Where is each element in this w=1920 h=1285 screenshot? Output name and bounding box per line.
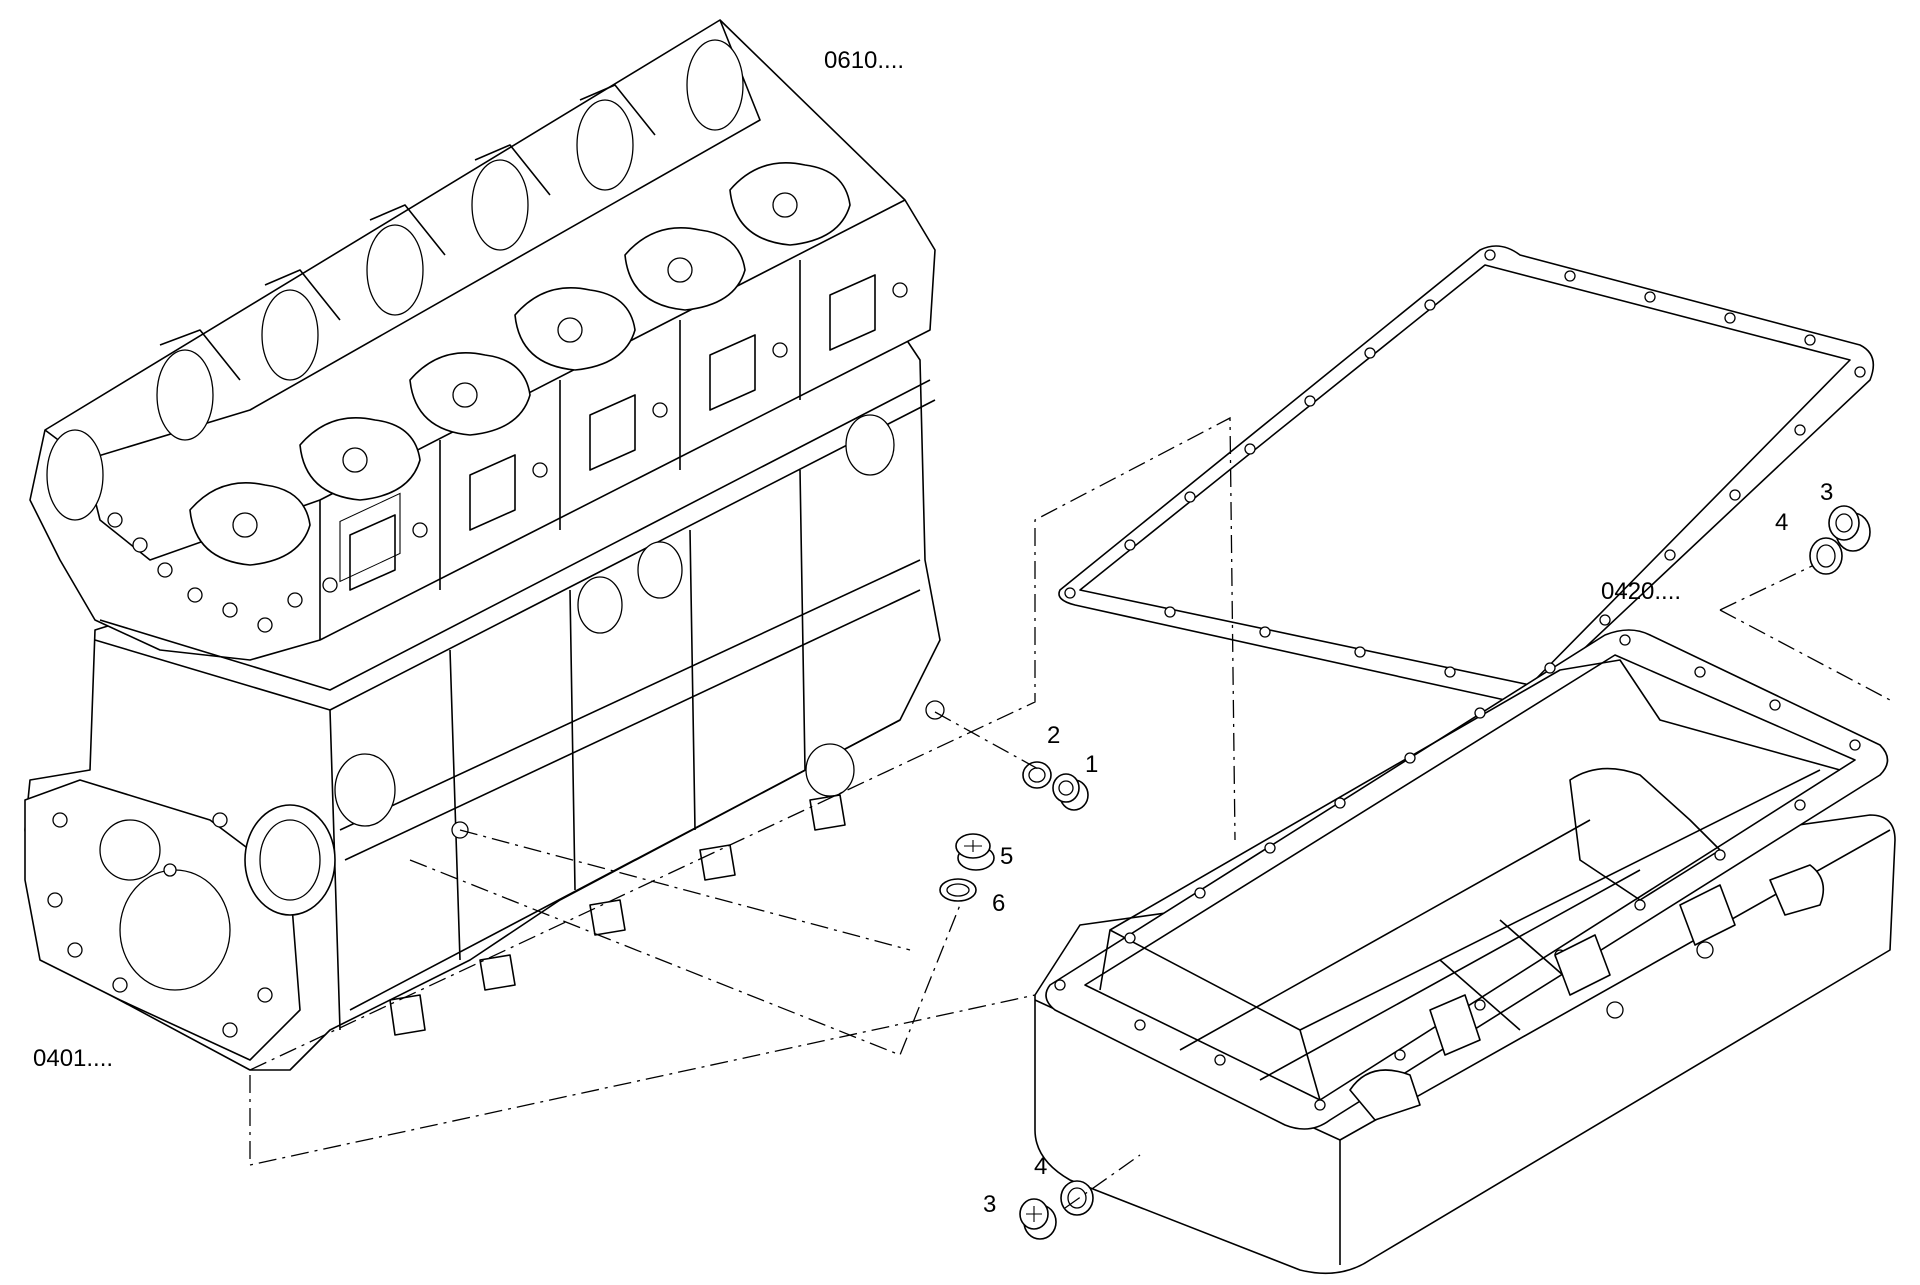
label-engine-block: 0401.... [33,1045,113,1072]
assembly-lines [249,416,1891,1209]
oil-pan-drawing [1034,629,1896,1275]
callout-1: 1 [1085,751,1098,778]
engine-block-drawing [24,19,945,1071]
callout-4-bottom: 4 [1034,1153,1047,1180]
label-cylinder-head: 0610.... [824,47,904,74]
callout-2: 2 [1047,722,1060,749]
callout-3-bottom: 3 [983,1191,996,1218]
seal-2-icon [1022,761,1052,789]
seal-4-bottom-icon [1060,1180,1094,1216]
seal-6-icon [939,878,977,902]
callout-5: 5 [1000,843,1013,870]
plug-5-icon [955,833,995,871]
plug-1-icon [1052,773,1089,811]
callout-3-right: 3 [1820,479,1833,506]
seal-4-right-icon [1809,537,1843,575]
plug-3-bottom-icon [1019,1198,1057,1240]
callout-6: 6 [992,890,1005,917]
callout-4-right: 4 [1775,509,1788,536]
plug-3-right-icon [1828,505,1871,552]
label-oil-pan: 0420.... [1601,578,1681,605]
oil-pan-gasket-drawing [1058,245,1875,703]
